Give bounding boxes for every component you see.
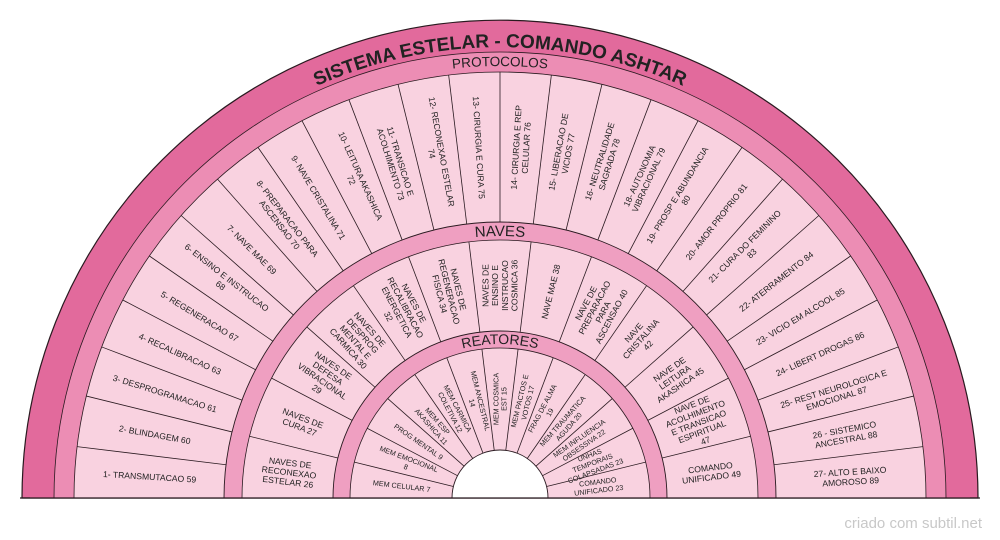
- segment-divider: [682, 178, 783, 292]
- segment-divider: [301, 120, 373, 254]
- segment-divider: [542, 427, 634, 477]
- segment-divider: [353, 285, 406, 361]
- segment-divider: [180, 215, 294, 316]
- segment-divider: [149, 255, 274, 342]
- segment-divider: [77, 446, 227, 466]
- segment-divider: [526, 374, 586, 459]
- ring-title-naves: NAVES: [474, 223, 526, 241]
- segment-divider: [519, 241, 532, 333]
- segment-divider: [366, 427, 458, 477]
- segment-divider: [744, 299, 878, 371]
- segment-divider: [122, 299, 256, 371]
- segment-divider: [767, 395, 914, 433]
- segment-divider: [706, 215, 820, 316]
- segment-divider: [516, 357, 554, 454]
- segment-divider: [446, 357, 484, 454]
- segment-label: 27- ALTO E BAIXOAMOROSO 89: [813, 465, 887, 489]
- ring-title-protocolos: PROTOCOLOS: [451, 54, 548, 72]
- credit-text: criado com subtil.net: [844, 515, 982, 532]
- segment-divider: [565, 84, 603, 231]
- segment-divider: [271, 377, 353, 421]
- segment-divider: [86, 395, 233, 433]
- segment-divider: [546, 461, 646, 487]
- segment-divider: [249, 435, 338, 459]
- segment-divider: [217, 178, 318, 292]
- segment-divider: [505, 349, 519, 451]
- segment-divider: [257, 147, 344, 272]
- segment-divider: [757, 346, 899, 401]
- segment-divider: [624, 326, 694, 388]
- segment-divider: [101, 346, 243, 401]
- segment-divider: [662, 435, 751, 459]
- segment-divider: [414, 374, 474, 459]
- segment-label: 14- CIRURGIA E REPCELULAR 76: [509, 105, 534, 191]
- segment-divider: [468, 241, 481, 333]
- segment-divider: [558, 256, 592, 342]
- center-hub: [451, 449, 549, 499]
- segment-divider: [408, 256, 442, 342]
- segment-label: MEM COSMICAEST 15: [491, 373, 508, 426]
- segment-divider: [535, 398, 613, 467]
- segment-divider: [597, 99, 652, 241]
- segment-divider: [348, 99, 403, 241]
- segment-divider: [726, 255, 851, 342]
- segment-divider: [627, 120, 699, 254]
- reatores-ring: [349, 347, 651, 499]
- segment-label: NAVES DEENSINO EINSTRUCAOCOSMICA 36: [481, 259, 520, 311]
- segment-label: NAVES DEDEFESAVIBRACIONAL29: [290, 345, 360, 410]
- segment-divider: [656, 147, 743, 272]
- segment-divider: [773, 446, 923, 466]
- segment-divider: [647, 377, 729, 421]
- segment-divider: [387, 398, 465, 467]
- segment-divider: [448, 75, 468, 225]
- segment-divider: [306, 326, 376, 388]
- segment-divider: [481, 349, 495, 451]
- segment-divider: [354, 461, 454, 487]
- segment-divider: [594, 285, 647, 361]
- segment-divider: [532, 75, 552, 225]
- segment-divider: [397, 84, 435, 231]
